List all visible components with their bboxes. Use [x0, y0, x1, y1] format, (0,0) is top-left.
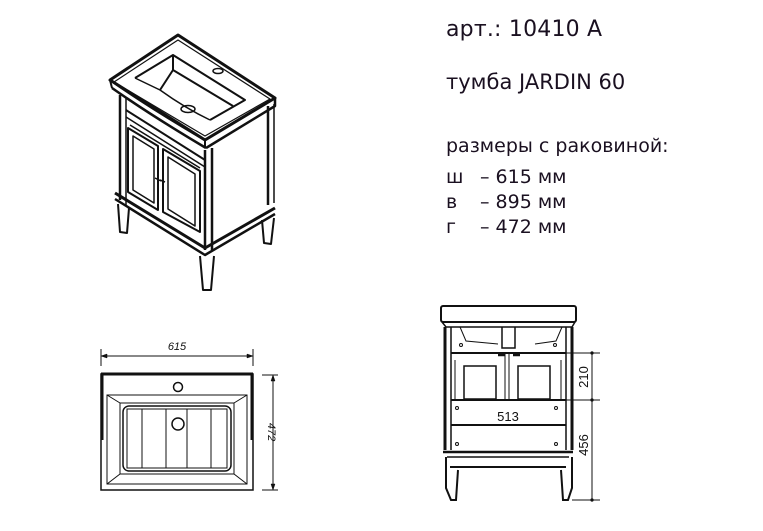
spec-value: – 472 мм: [480, 216, 567, 238]
top-depth-dim: 472: [265, 423, 277, 441]
front-lower-height-dim: 456: [576, 434, 591, 456]
product-name: тумба JARDIN 60: [446, 70, 626, 94]
spec-key: ш: [446, 166, 464, 188]
specs-heading: размеры с раковиной:: [446, 135, 669, 157]
spec-value: – 615 мм: [480, 166, 567, 188]
spec-key: г: [446, 216, 456, 238]
article-number: 10410 A: [508, 17, 603, 42]
spec-row-depth: г – 472 мм: [446, 216, 567, 241]
top-width-dim: 615: [168, 341, 187, 353]
spec-row-width: ш – 615 мм: [446, 166, 567, 191]
spec-value: – 895 мм: [480, 191, 567, 213]
article-line: арт.: 10410 A: [446, 17, 602, 42]
article-label: арт.:: [446, 17, 502, 42]
spec-key: в: [446, 191, 458, 213]
front-upper-height-dim: 210: [576, 366, 591, 388]
spec-row-height: в – 895 мм: [446, 191, 567, 216]
front-inner-width-dim: 513: [497, 409, 519, 424]
specs-list: ш – 615 мм в – 895 мм г – 472 мм: [446, 166, 567, 241]
